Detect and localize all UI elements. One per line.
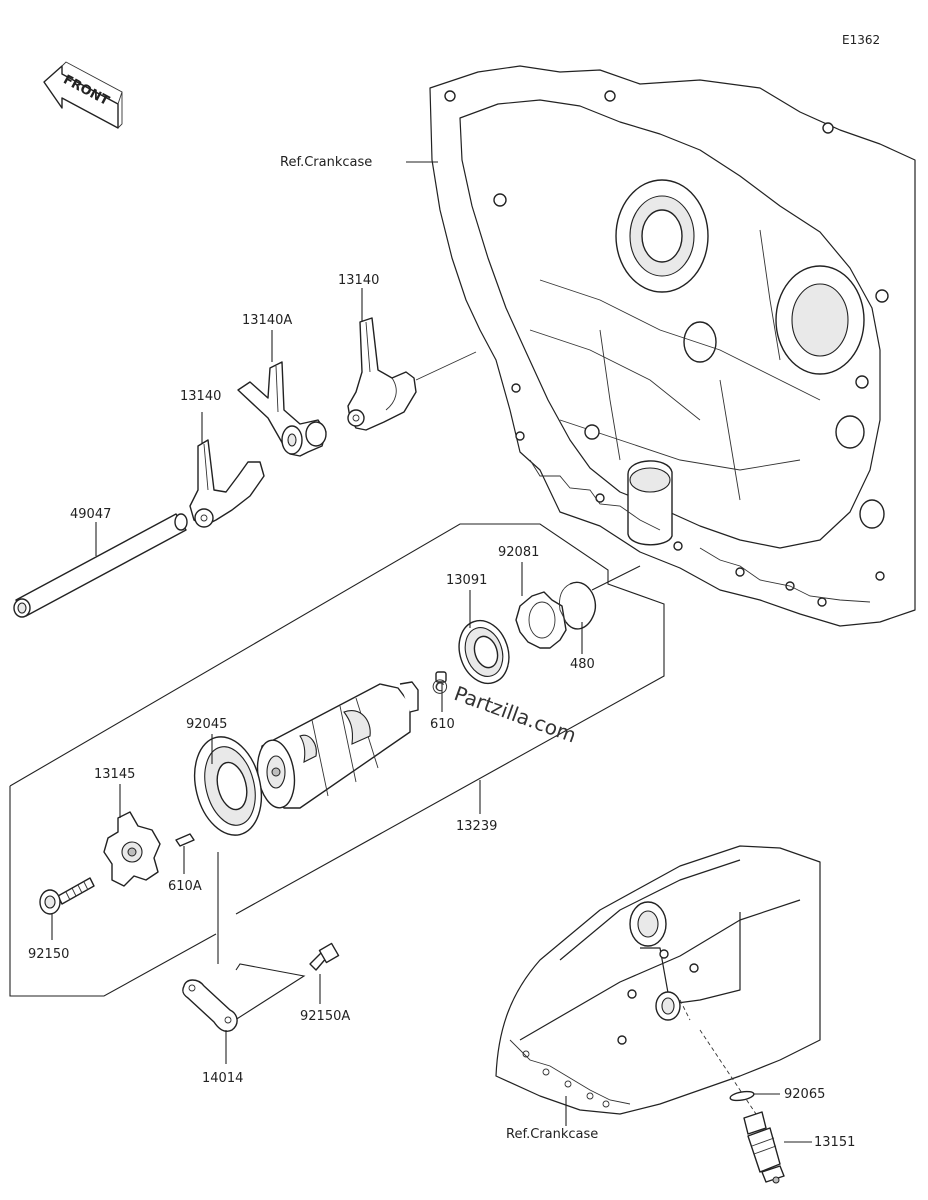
label-fork-left: 13140 <box>180 389 221 404</box>
shift-drum <box>256 681 419 809</box>
shift-fork-left <box>189 439 265 528</box>
neutral-switch <box>743 1111 785 1184</box>
label-circlip: 480 <box>570 657 595 672</box>
label-shaft: 49047 <box>70 507 111 522</box>
front-arrow-icon: FRONT <box>43 61 123 129</box>
lever <box>182 979 238 1032</box>
bearing-large <box>193 736 263 836</box>
diagram-code: E1362 <box>842 33 880 47</box>
label-ref-crankcase-top: Ref.Crankcase <box>280 155 372 170</box>
washer <box>729 1090 755 1102</box>
bolt <box>39 877 95 915</box>
label-pin-a: 610A <box>168 879 202 894</box>
label-drum: 13239 <box>456 819 497 834</box>
shift-fork-middle <box>237 361 327 457</box>
label-bearing-small: 13091 <box>446 573 487 588</box>
bearing-small <box>458 619 510 685</box>
shift-fork-right <box>347 317 417 431</box>
crankcase-lower <box>495 845 821 1121</box>
label-bearing-large: 92045 <box>186 717 227 732</box>
label-bolt-a: 92150A <box>300 1009 350 1024</box>
fork-shaft <box>13 513 188 618</box>
label-bolt: 92150 <box>28 947 69 962</box>
label-fork-right: 13140 <box>338 273 379 288</box>
pin <box>435 671 447 683</box>
label-lever: 14014 <box>202 1071 243 1086</box>
watermark: © Partzilla.com <box>426 672 579 747</box>
star-plate <box>103 811 161 887</box>
pin-a <box>175 833 195 847</box>
circlip <box>559 581 597 630</box>
label-switch: 13151 <box>814 1135 855 1150</box>
label-pin: 610 <box>430 717 455 732</box>
label-washer: 92065 <box>784 1087 825 1102</box>
label-ring: 92081 <box>498 545 539 560</box>
ring-plate <box>515 591 567 649</box>
label-fork-middle: 13140A <box>242 313 292 328</box>
label-ref-crankcase-bottom: Ref.Crankcase <box>506 1127 598 1142</box>
bolt-a <box>309 942 340 971</box>
crankcase-upper <box>429 65 916 627</box>
label-star-plate: 13145 <box>94 767 135 782</box>
